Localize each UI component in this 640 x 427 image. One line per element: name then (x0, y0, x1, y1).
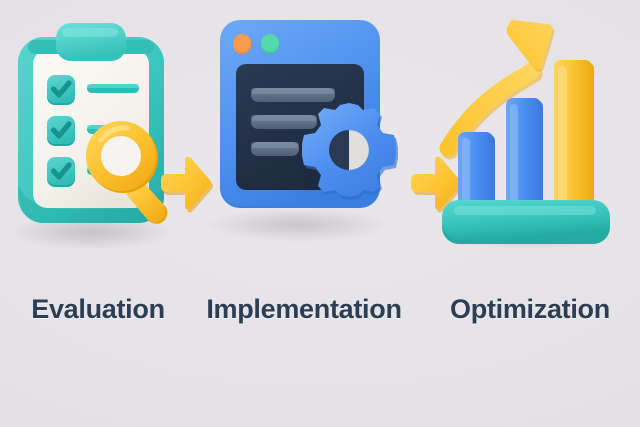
checklist-item-1[interactable] (47, 75, 139, 105)
step-label-optimization: Optimization (450, 294, 610, 324)
magnifier-lens (101, 136, 141, 176)
growth-bar-chart-arrow-icon (420, 0, 640, 290)
connector-arrow-2 (408, 0, 468, 427)
connector-arrow-1 (158, 0, 218, 427)
step-evaluation[interactable]: Evaluation (0, 0, 196, 427)
step-optimization[interactable]: Optimization (420, 0, 640, 427)
chart-base-highlight (454, 206, 596, 215)
check-icon (50, 162, 72, 180)
step-label-implementation: Implementation (206, 294, 402, 324)
step-implementation[interactable]: Implementation (198, 0, 410, 427)
step-label-evaluation: Evaluation (31, 294, 165, 324)
clipboard-checklist-magnifier-icon (0, 0, 196, 290)
right-arrow-icon (161, 156, 211, 210)
window-shadow (206, 208, 390, 242)
growth-arrow-icon (439, 20, 555, 160)
right-arrow-icon (411, 156, 461, 210)
browser-window-gear-icon (198, 0, 410, 290)
clipboard-clip-highlight (62, 28, 118, 37)
clipboard-clip (56, 23, 126, 61)
magnifier-icon[interactable] (86, 121, 168, 224)
check-icon (50, 121, 72, 139)
clipboard-inner-shade (18, 185, 164, 223)
check-icon (50, 80, 72, 98)
gear-icon[interactable] (302, 103, 398, 200)
magnifier-highlight (98, 125, 130, 143)
gear-hole-highlight (349, 130, 369, 170)
